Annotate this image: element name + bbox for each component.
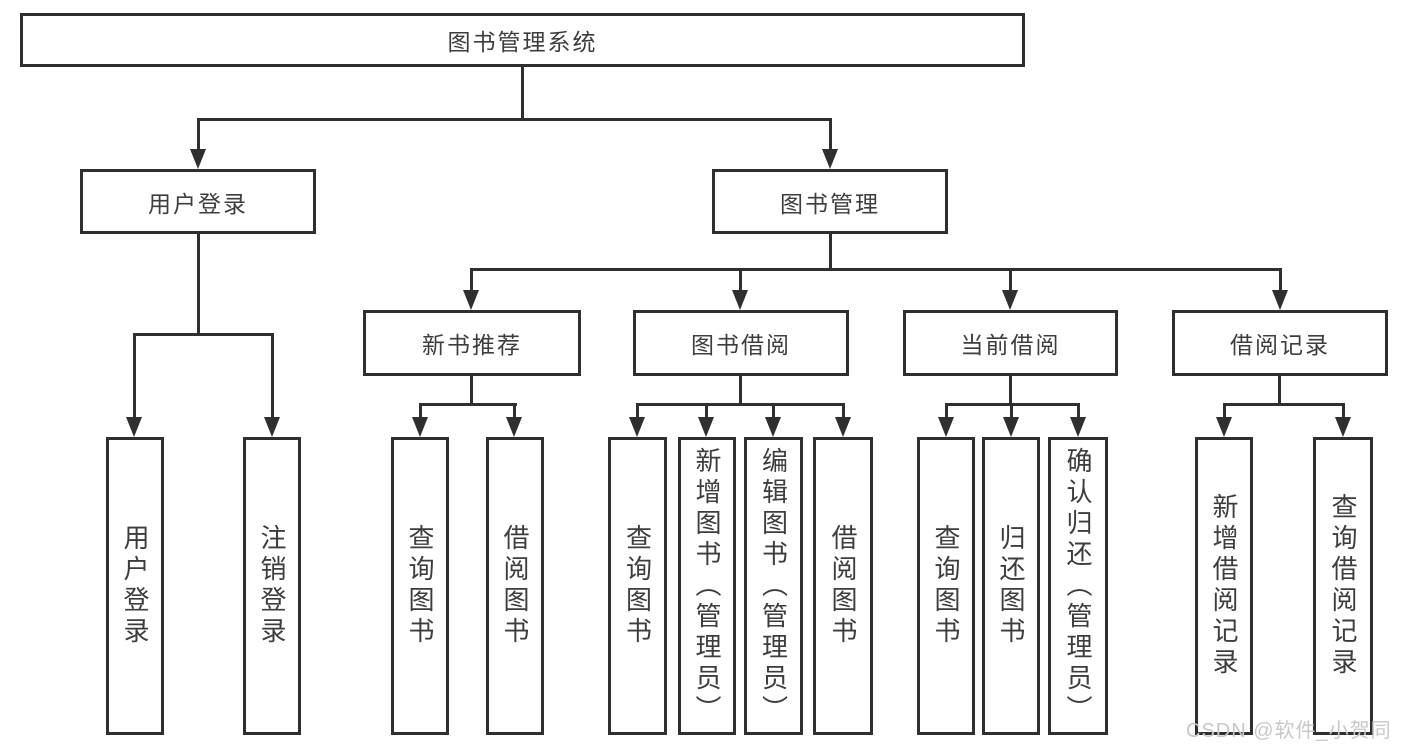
edge-to-user-login [197, 118, 200, 152]
edge-root-horizontal [197, 118, 832, 121]
arrowhead-borrow-add [698, 417, 714, 437]
node-new-book-recommend: 新书推荐 [363, 310, 581, 376]
edge-to-borrow-borrow [842, 403, 845, 419]
leaf-logout-label: 注销登录 [257, 524, 287, 648]
leaf-current-confirm-return-admin: 确认归还（管理员） [1048, 437, 1108, 735]
leaf-records-add-record-label: 新增借阅记录 [1209, 493, 1239, 679]
leaf-user-login-label: 用户登录 [120, 524, 150, 648]
leaf-records-query-record: 查询借阅记录 [1313, 437, 1373, 735]
arrowhead-borrow-edit [765, 417, 781, 437]
arrowhead-leaf-logout [264, 417, 280, 437]
leaf-recommend-query-books: 查询图书 [391, 437, 449, 735]
arrowhead-new-book-recommend [463, 290, 479, 310]
leaf-logout: 注销登录 [243, 437, 301, 735]
edge-records-vertical [1278, 376, 1281, 406]
csdn-watermark: CSDN @软件_小贺同学 [1186, 720, 1392, 742]
leaf-borrow-query-books-label: 查询图书 [622, 524, 653, 648]
edge-to-recommend-borrow [513, 403, 516, 419]
arrowhead-recommend-borrow [506, 417, 522, 437]
leaf-borrow-edit-books-admin-label: 编辑图书（管理员） [758, 446, 789, 726]
leaf-current-confirm-return-admin-label: 确认归还（管理员） [1063, 446, 1093, 726]
leaf-records-add-record: 新增借阅记录 [1195, 437, 1253, 735]
edge-to-recommend-query [419, 403, 422, 419]
edge-to-records-add [1223, 403, 1226, 419]
edge-to-current-return [1010, 403, 1013, 419]
leaf-recommend-borrow-books: 借阅图书 [486, 437, 544, 735]
node-book-management-label: 图书管理 [780, 190, 880, 217]
edge-borrow-horizontal [636, 403, 845, 406]
arrowhead-recommend-query [412, 417, 428, 437]
arrowhead-records-add [1216, 417, 1232, 437]
edge-to-new-book-recommend [470, 268, 473, 293]
edge-records-horizontal [1223, 403, 1345, 406]
edge-bookmgmt-vertical [829, 233, 832, 271]
leaf-records-query-record-label: 查询借阅记录 [1328, 493, 1358, 679]
node-user-login: 用户登录 [80, 169, 316, 234]
node-borrow-records-label: 借阅记录 [1230, 332, 1330, 358]
edge-to-records-query [1342, 403, 1345, 419]
edge-bookmgmt-horizontal [470, 268, 1282, 271]
edge-to-borrow-edit [772, 403, 775, 419]
arrowhead-user-login [190, 149, 206, 169]
edge-recommend-vertical [470, 376, 473, 406]
edge-to-leaf-user-login [133, 333, 136, 419]
leaf-borrow-borrow-books: 借阅图书 [813, 437, 873, 735]
edge-current-vertical [1009, 376, 1012, 406]
leaf-current-return-books-label: 归还图书 [996, 524, 1026, 648]
node-root-label: 图书管理系统 [447, 29, 598, 55]
edge-to-book-borrow [739, 268, 742, 293]
leaf-user-login: 用户登录 [106, 437, 164, 735]
edge-to-leaf-logout [271, 333, 274, 419]
edge-userlogin-horizontal [133, 333, 274, 336]
arrowhead-current-return [1003, 417, 1019, 437]
leaf-borrow-edit-books-admin: 编辑图书（管理员） [744, 437, 803, 735]
arrowhead-current-borrow [1002, 290, 1018, 310]
arrowhead-current-confirm [1070, 417, 1086, 437]
node-borrow-records: 借阅记录 [1172, 310, 1388, 376]
edge-to-current-query [945, 403, 948, 419]
edge-to-current-confirm [1077, 403, 1080, 419]
node-book-borrow-label: 图书借阅 [691, 332, 791, 358]
leaf-current-return-books: 归还图书 [982, 437, 1040, 735]
arrowhead-borrow-borrow [835, 417, 851, 437]
leaf-borrow-add-books-admin-label: 新增图书（管理员） [692, 446, 722, 726]
arrowhead-borrow-query [629, 417, 645, 437]
node-current-borrow: 当前借阅 [903, 310, 1118, 376]
node-book-management: 图书管理 [712, 169, 948, 234]
node-current-borrow-label: 当前借阅 [960, 332, 1061, 358]
edge-to-borrow-records [1279, 268, 1282, 293]
leaf-borrow-query-books: 查询图书 [608, 437, 667, 735]
edge-to-borrow-add [705, 403, 708, 419]
edge-to-book-management [829, 118, 832, 152]
arrowhead-leaf-user-login [126, 417, 142, 437]
leaf-recommend-query-books-label: 查询图书 [405, 524, 435, 648]
edge-borrow-vertical [739, 376, 742, 406]
edge-root-vertical [521, 66, 524, 120]
node-user-login-label: 用户登录 [148, 190, 248, 217]
edge-recommend-horizontal [419, 403, 517, 406]
edge-to-borrow-query [636, 403, 639, 419]
leaf-recommend-borrow-books-label: 借阅图书 [500, 524, 530, 648]
node-new-book-recommend-label: 新书推荐 [422, 332, 522, 358]
arrowhead-book-borrow [732, 290, 748, 310]
edge-userlogin-vertical [197, 233, 200, 336]
edge-to-current-borrow [1009, 268, 1012, 293]
arrowhead-borrow-records [1272, 290, 1288, 310]
arrowhead-current-query [938, 417, 954, 437]
arrowhead-records-query [1335, 417, 1351, 437]
node-book-borrow: 图书借阅 [633, 310, 849, 376]
arrowhead-book-management [822, 149, 838, 169]
node-root: 图书管理系统 [20, 13, 1025, 67]
leaf-borrow-borrow-books-label: 借阅图书 [828, 524, 858, 648]
leaf-current-query-books: 查询图书 [917, 437, 975, 735]
leaf-borrow-add-books-admin: 新增图书（管理员） [678, 437, 736, 735]
leaf-current-query-books-label: 查询图书 [931, 524, 961, 648]
